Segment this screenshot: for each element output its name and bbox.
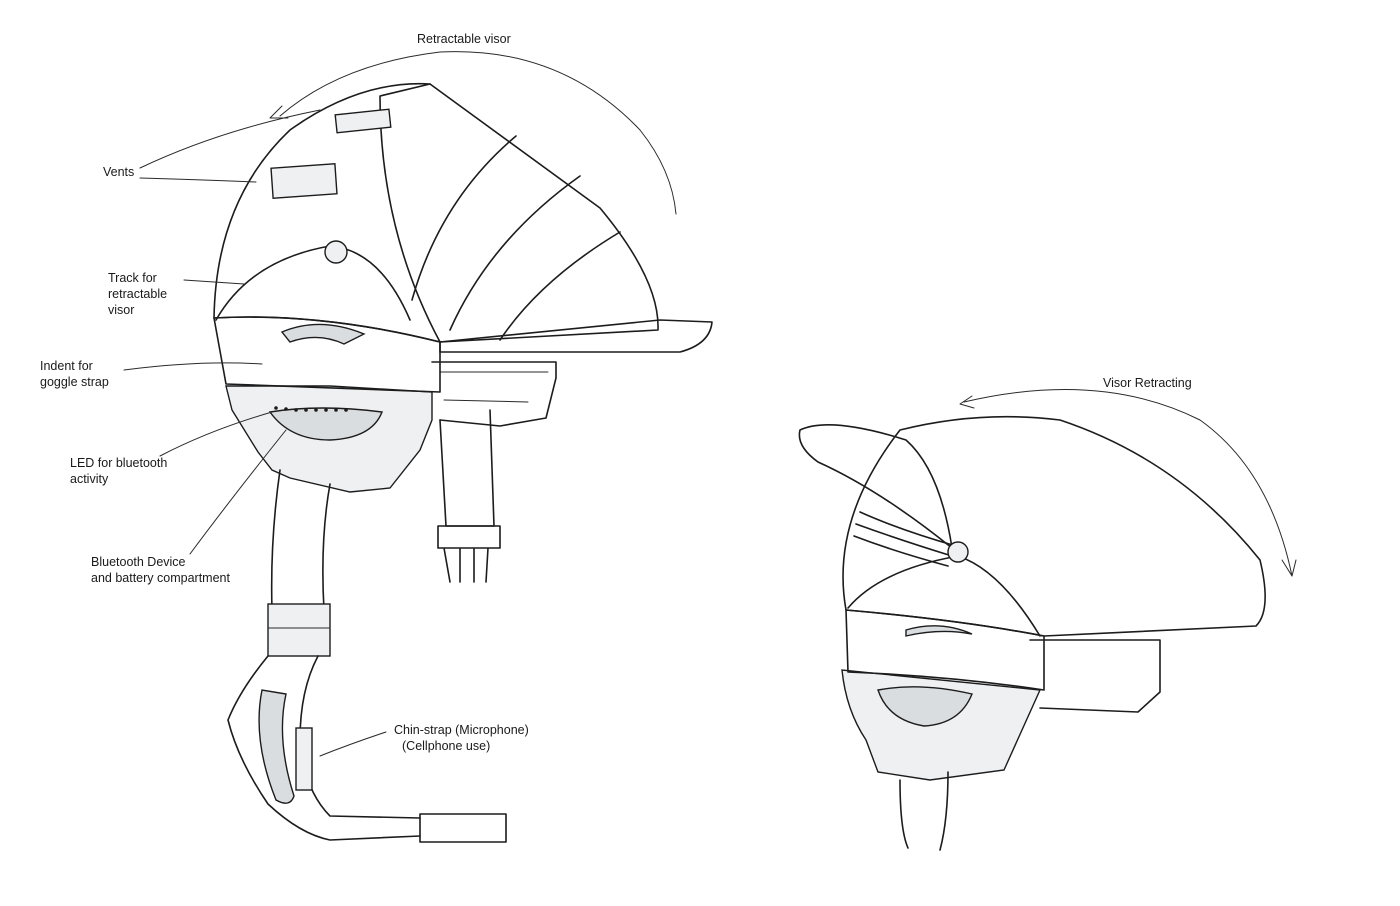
label-bluetooth: Bluetooth Device and battery compartment xyxy=(91,554,230,586)
liner-lines xyxy=(439,371,549,403)
strap-pad xyxy=(258,689,295,804)
label-visor-retracting: Visor Retracting xyxy=(1103,376,1192,390)
ridge-2 xyxy=(411,135,517,301)
retract-arc xyxy=(279,51,677,215)
r-pivot xyxy=(947,541,969,563)
label-retractable-visor: Retractable visor xyxy=(417,32,511,46)
r-ridges xyxy=(853,511,957,567)
label-bluetooth-line: and battery compartment xyxy=(91,571,230,585)
chinstrap-leader xyxy=(319,731,387,757)
led-leader xyxy=(159,411,273,457)
retracting-arrowhead xyxy=(959,395,975,409)
retracting-arc xyxy=(963,389,1293,577)
left-helmet xyxy=(213,82,713,843)
chin-strap-upper xyxy=(270,469,331,611)
side-clip xyxy=(437,525,501,583)
strap-buckle xyxy=(267,603,331,657)
vent-1 xyxy=(270,163,338,199)
label-led-line: LED for bluetooth xyxy=(70,456,168,470)
visor-brim xyxy=(439,319,713,353)
ridge-4 xyxy=(499,231,621,341)
label-indent-line: goggle strap xyxy=(40,375,109,389)
r-lower-shell xyxy=(841,669,1042,781)
right-helmet xyxy=(798,415,1266,851)
label-chinstrap-line: (Cellphone use) xyxy=(402,739,491,753)
visor-track xyxy=(215,245,411,321)
r-chin-strap xyxy=(899,771,949,851)
led-dots xyxy=(274,406,348,412)
track-pivot xyxy=(324,240,348,264)
label-track-line: visor xyxy=(108,303,135,317)
ridge-3 xyxy=(449,175,581,331)
r-ear-cup xyxy=(905,625,973,637)
label-led-line: activity xyxy=(70,472,109,486)
mic-jack xyxy=(419,813,507,843)
r-liner-back xyxy=(1029,639,1161,713)
right-strap xyxy=(439,409,495,527)
label-track-line: retractable xyxy=(108,287,168,301)
bluetooth-leader xyxy=(189,429,287,555)
label-led: LED for bluetooth activity xyxy=(70,455,167,487)
microphone xyxy=(295,727,313,791)
label-track: Track for retractable visor xyxy=(108,270,167,318)
vent-2 xyxy=(334,108,392,134)
label-indent-line: Indent for xyxy=(40,359,93,373)
label-chinstrap-line: Chin-strap (Microphone) xyxy=(394,723,529,737)
label-chinstrap: Chin-strap (Microphone) (Cellphone use) xyxy=(394,722,529,754)
vents-leaders xyxy=(139,109,321,183)
track-leader xyxy=(183,279,245,285)
indent-leader xyxy=(123,362,263,371)
helmet-dome xyxy=(213,82,659,343)
chin-strap-lower xyxy=(227,655,421,841)
retracting-arrowhead-2 xyxy=(1281,559,1297,577)
r-helmet-dome xyxy=(842,415,1266,637)
r-track xyxy=(847,555,1041,637)
ear-cup xyxy=(280,323,366,345)
label-indent: Indent for goggle strap xyxy=(40,358,109,390)
label-bluetooth-line: Bluetooth Device xyxy=(91,555,186,569)
label-vents: Vents xyxy=(103,165,135,179)
r-visor-brim xyxy=(798,424,953,549)
annotation-arrows xyxy=(123,51,1297,757)
bluetooth-compartment xyxy=(268,407,383,441)
r-bluetooth-compartment xyxy=(877,686,973,727)
label-track-line: Track for xyxy=(108,271,157,285)
